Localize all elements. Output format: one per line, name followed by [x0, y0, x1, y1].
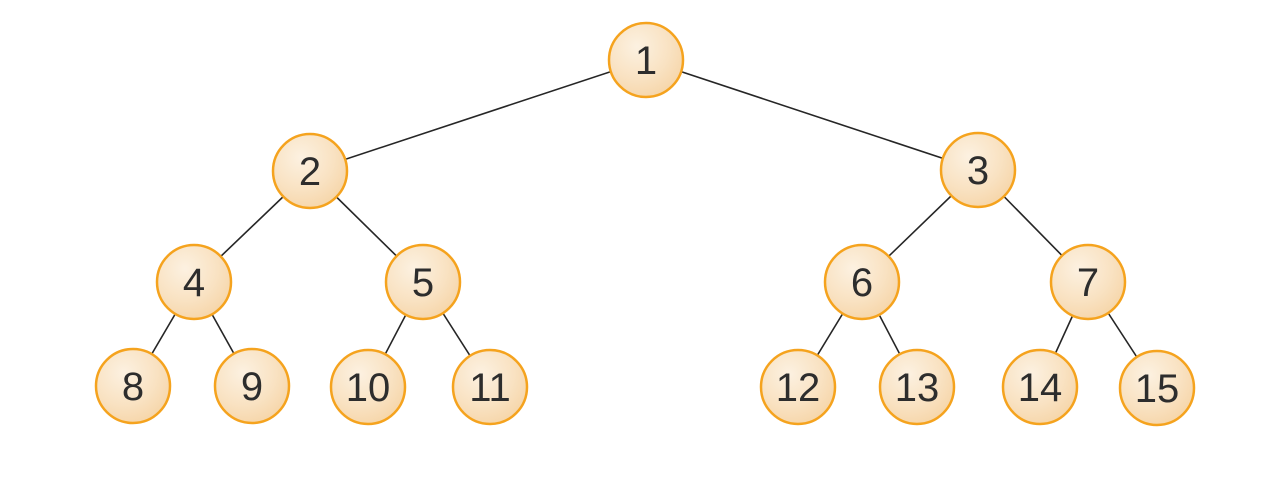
tree-edges-layer	[132, 59, 1158, 389]
tree-node-label-10: 10	[346, 366, 391, 410]
tree-node-circle-14	[1001, 348, 1079, 426]
tree-node-label-13: 13	[895, 366, 940, 410]
tree-node-circle-15	[1118, 349, 1196, 427]
tree-node-circle-3	[939, 131, 1017, 209]
tree-node-11: 11	[451, 348, 529, 426]
tree-node-15: 15	[1118, 349, 1196, 427]
tree-node-circle-11	[451, 348, 529, 426]
tree-node-label-15: 15	[1135, 367, 1180, 411]
tree-node-4: 4	[155, 243, 233, 321]
tree-node-13: 13	[878, 348, 956, 426]
tree-node-circle-8	[94, 347, 172, 425]
tree-node-10: 10	[329, 348, 407, 426]
tree-node-label-2: 2	[299, 150, 321, 194]
tree-node-7: 7	[1049, 243, 1127, 321]
tree-node-circle-12	[759, 348, 837, 426]
tree-node-9: 9	[213, 347, 291, 425]
tree-node-label-5: 5	[412, 261, 434, 305]
tree-node-circle-13	[878, 348, 956, 426]
tree-node-circle-7	[1049, 243, 1127, 321]
tree-node-1: 1	[607, 21, 685, 99]
tree-node-circle-4	[155, 243, 233, 321]
tree-node-6: 6	[823, 243, 901, 321]
tree-node-5: 5	[384, 243, 462, 321]
tree-node-circle-9	[213, 347, 291, 425]
tree-node-label-8: 8	[122, 365, 144, 409]
tree-node-label-12: 12	[776, 366, 821, 410]
tree-node-label-11: 11	[469, 366, 511, 410]
tree-node-14: 14	[1001, 348, 1079, 426]
tree-node-label-14: 14	[1018, 366, 1063, 410]
tree-node-label-4: 4	[183, 261, 205, 305]
tree-node-circle-6	[823, 243, 901, 321]
tree-node-8: 8	[94, 347, 172, 425]
tree-node-label-9: 9	[241, 365, 263, 409]
tree-node-label-1: 1	[635, 39, 657, 83]
tree-node-2: 2	[271, 132, 349, 210]
tree-node-circle-10	[329, 348, 407, 426]
tree-edge-1-2	[309, 59, 647, 172]
tree-node-label-6: 6	[851, 261, 873, 305]
tree-node-3: 3	[939, 131, 1017, 209]
tree-node-circle-1	[607, 21, 685, 99]
tree-edge-1-3	[645, 59, 979, 171]
tree-node-circle-5	[384, 243, 462, 321]
tree-node-circle-2	[271, 132, 349, 210]
tree-node-12: 12	[759, 348, 837, 426]
tree-node-label-7: 7	[1077, 261, 1099, 305]
tree-node-label-3: 3	[967, 149, 989, 193]
